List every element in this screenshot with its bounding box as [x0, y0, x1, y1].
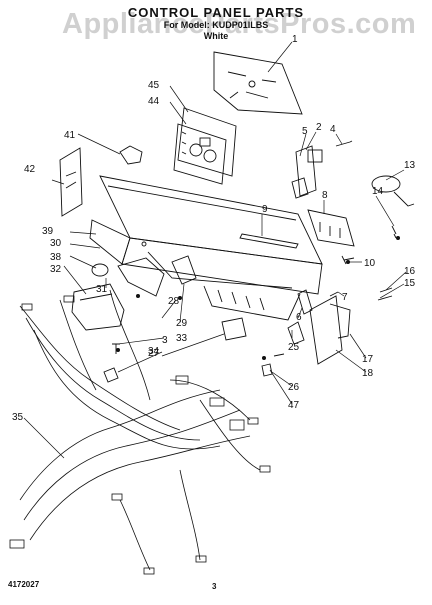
callout-label: 10 — [364, 258, 376, 269]
callout-label: 47 — [288, 400, 300, 411]
callout-label: 44 — [148, 96, 160, 107]
callout-label: 17 — [362, 354, 374, 365]
callout-label: 41 — [64, 130, 76, 141]
part-9-strip — [239, 233, 299, 249]
callout-label: 9 — [262, 204, 268, 215]
footer-page-number: 3 — [212, 582, 217, 591]
part-6-clip — [297, 289, 313, 315]
callout-label: 8 — [322, 190, 328, 201]
footer-part-number: 4172027 — [8, 580, 40, 589]
callout-label: 33 — [176, 333, 188, 344]
callout-label: 29 — [176, 318, 188, 329]
part-13-handle — [371, 175, 415, 207]
part-30-bracket — [117, 241, 165, 297]
part-1-rear-panel — [213, 51, 303, 115]
part-25-bracket — [287, 321, 305, 345]
part-18-end-cap — [309, 295, 351, 365]
part-31-knob — [91, 263, 109, 277]
callout-label: 13 — [404, 160, 416, 171]
part-42-end-cap — [59, 147, 83, 217]
part-5-switch — [291, 145, 323, 199]
callout-label: 35 — [12, 412, 24, 423]
callout-label: 28 — [168, 296, 180, 307]
callout-label: 38 — [50, 252, 62, 263]
callout-label: 1 — [292, 34, 298, 45]
callout-label: 25 — [288, 342, 300, 353]
callout-labels: 1 2 3 4 5 6 7 8 9 10 13 14 15 16 17 18 2… — [12, 34, 416, 423]
part-47-clip — [261, 353, 285, 377]
color-line: White — [203, 31, 229, 41]
part-7-screw — [329, 291, 339, 297]
callout-label: 16 — [404, 266, 416, 277]
part-console-body — [89, 175, 323, 321]
part-41-clip — [119, 145, 143, 165]
callout-label: 42 — [24, 164, 36, 175]
callout-label: 27 — [148, 348, 160, 359]
part-32-light-assembly — [71, 283, 125, 331]
leader-lines — [23, 41, 407, 459]
page-title: CONTROL PANEL PARTS — [127, 5, 305, 20]
fasteners — [116, 236, 400, 360]
part-15-screw — [377, 287, 393, 301]
callout-label: 30 — [50, 238, 62, 249]
model-line: For Model: KUDP01ILBS — [163, 20, 269, 30]
part-4-screw — [335, 140, 353, 147]
callout-label: 26 — [288, 382, 300, 393]
callout-label: 4 — [330, 124, 336, 135]
callout-label: 39 — [42, 226, 54, 237]
part-34-clip — [103, 367, 119, 383]
part-44-control-board — [173, 107, 237, 185]
callout-label: 15 — [404, 278, 416, 289]
callout-label: 7 — [342, 292, 348, 303]
callout-label: 18 — [362, 368, 374, 379]
callout-label: 5 — [302, 126, 308, 137]
callout-label: 31 — [96, 284, 108, 295]
watermark-text: AppliancePartsPros.com — [62, 8, 417, 40]
part-27-insert — [221, 317, 247, 341]
part-10-screw — [341, 255, 355, 265]
part-14-screw — [391, 225, 397, 239]
callout-label: 3 — [162, 335, 168, 346]
title-block: CONTROL PANEL PARTS For Model: KUDP01ILB… — [0, 6, 432, 42]
part-35-wire-harness — [9, 289, 271, 575]
callout-label: 34 — [148, 346, 160, 357]
callout-label: 6 — [296, 312, 302, 323]
callout-label: 32 — [50, 264, 62, 275]
part-28-clip — [171, 255, 197, 285]
callout-label: 45 — [148, 80, 160, 91]
part-8-connector — [307, 209, 355, 247]
callout-label: 2 — [316, 122, 322, 133]
callout-label: 14 — [372, 186, 384, 197]
